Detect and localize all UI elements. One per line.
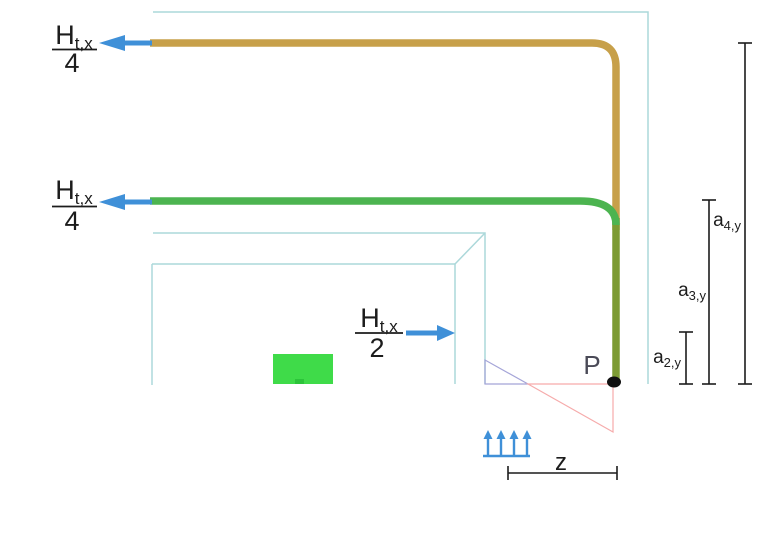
dimension-a3: a3,y bbox=[678, 199, 716, 385]
dimension-a3-label: a3,y bbox=[678, 280, 706, 303]
force-subscript: t,x bbox=[380, 317, 398, 336]
svg-text:Ht,x: Ht,x bbox=[55, 20, 93, 53]
force-arrow-right-icon bbox=[406, 325, 455, 341]
tan-beam-path bbox=[150, 39, 620, 230]
dimension-a2-label: a2,y bbox=[653, 347, 681, 370]
wall-inner-outline bbox=[152, 263, 456, 384]
wall-corner-diagonal bbox=[454, 232, 486, 265]
outer-boundary-line bbox=[153, 11, 649, 384]
dimension-z-label: z bbox=[555, 449, 567, 476]
force-symbol: H bbox=[55, 175, 75, 205]
dimension-a4: a4,y bbox=[713, 42, 752, 385]
force-label-wall-half: Ht,x 2 bbox=[355, 303, 403, 363]
force-arrow-left-mid-icon bbox=[99, 194, 152, 210]
slab-rect-notch bbox=[295, 379, 304, 384]
point-p-label: P bbox=[583, 350, 600, 380]
dimension-a2: a2,y bbox=[653, 331, 693, 385]
force-denominator: 2 bbox=[369, 333, 384, 363]
force-denominator: 4 bbox=[64, 48, 79, 78]
force-symbol: H bbox=[55, 20, 75, 50]
force-label-mid-quarter: Ht,x 4 bbox=[52, 175, 97, 236]
svg-text:Ht,x: Ht,x bbox=[55, 175, 93, 208]
distributed-load-icon bbox=[483, 430, 532, 458]
point-p-dot bbox=[607, 376, 621, 388]
pressure-triangle-purple bbox=[484, 358, 531, 385]
svg-text:Ht,x: Ht,x bbox=[360, 303, 398, 336]
force-symbol: H bbox=[360, 303, 380, 333]
force-subscript: t,x bbox=[75, 34, 93, 53]
wall-outlines bbox=[151, 11, 649, 385]
pressure-triangle-pink bbox=[525, 383, 614, 434]
force-denominator: 4 bbox=[64, 206, 79, 236]
force-label-top-quarter: Ht,x 4 bbox=[52, 20, 97, 78]
green-beam-path bbox=[150, 197, 620, 226]
dimension-a4-label: a4,y bbox=[713, 210, 741, 233]
force-arrow-left-top-icon bbox=[99, 35, 152, 51]
dimension-z: z bbox=[507, 449, 618, 480]
force-subscript: t,x bbox=[75, 189, 93, 208]
